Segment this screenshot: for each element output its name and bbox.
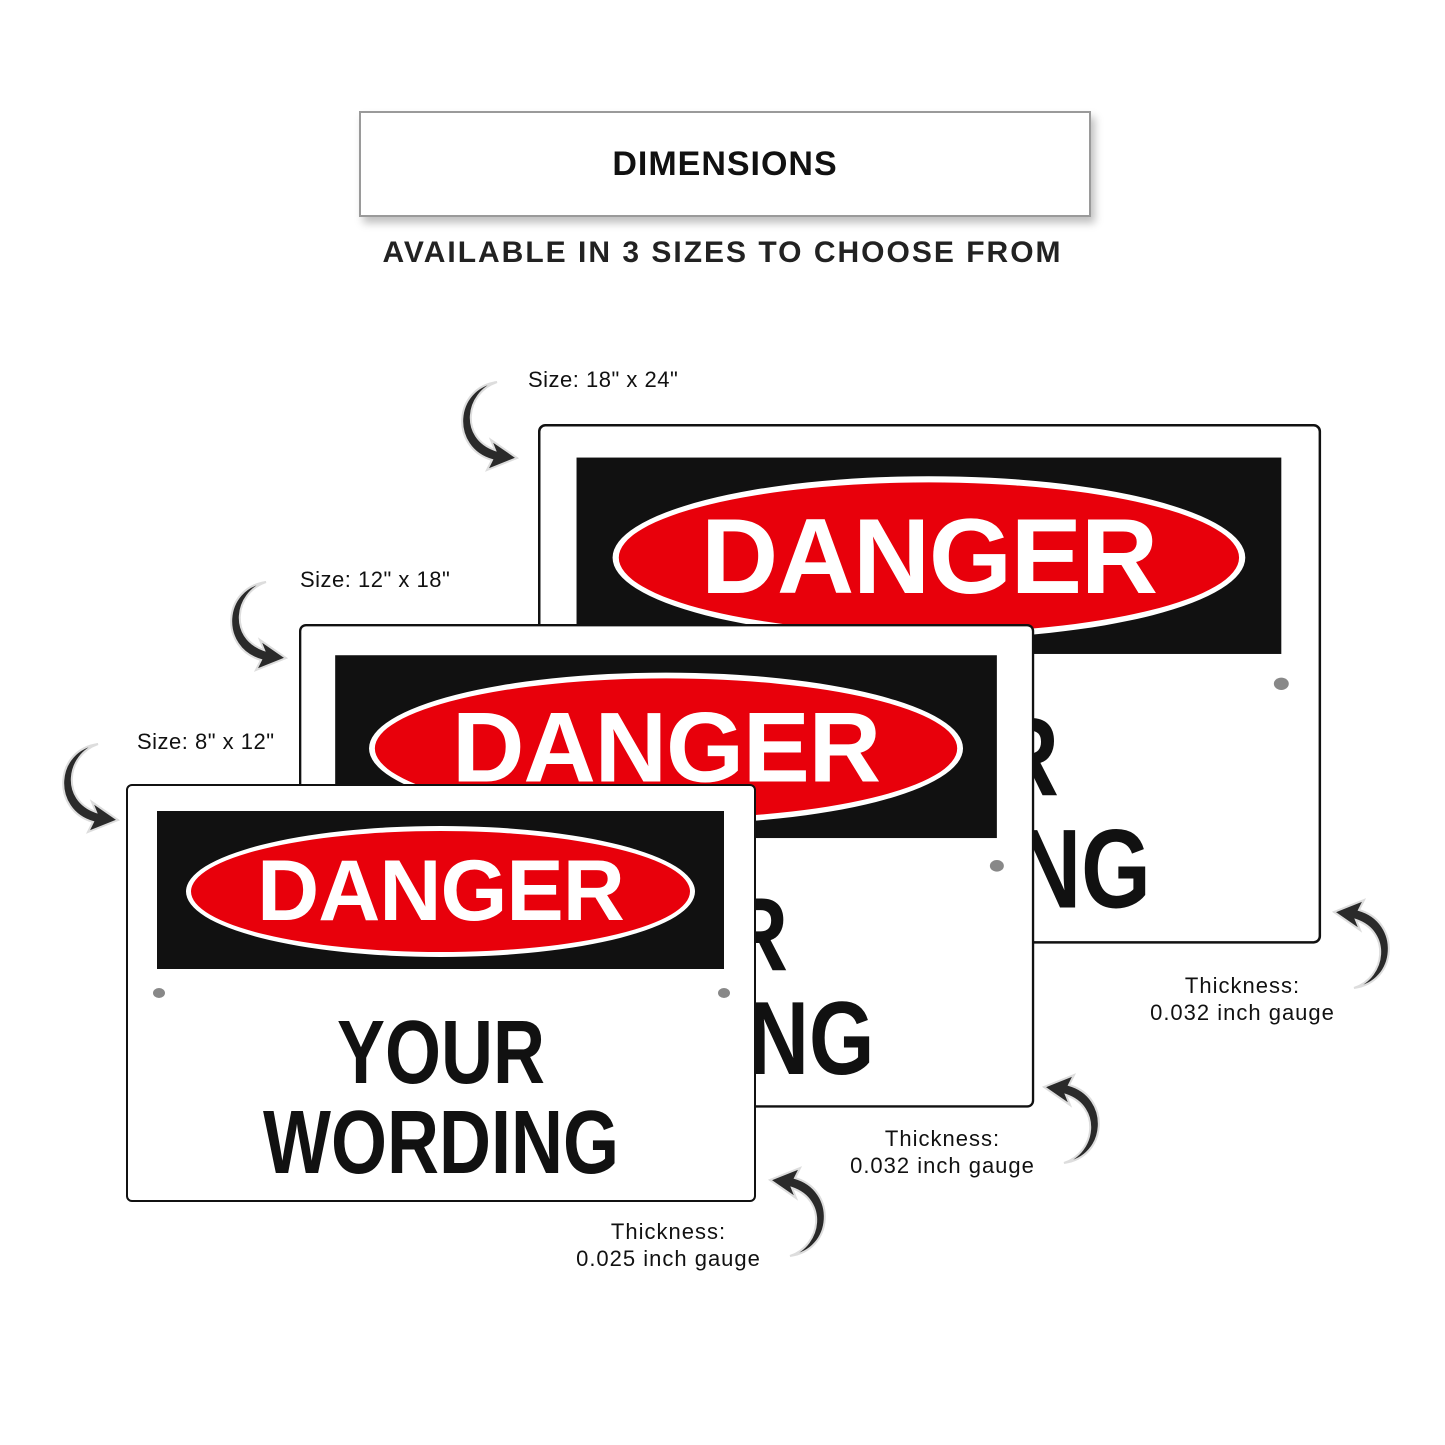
thickness-label: Thickness: xyxy=(884,1126,1001,1151)
wording-line-2: WORDING HERE xyxy=(263,1093,619,1200)
curved-arrow-icon xyxy=(230,581,289,672)
subtitle: AVAILABLE IN 3 SIZES TO CHOOSE FROM xyxy=(382,236,1063,269)
danger-oval xyxy=(186,826,695,957)
sign-small: DANGER YOUR WORDING HERE xyxy=(126,784,756,1202)
mounting-hole xyxy=(989,860,1004,872)
thickness-medium: Thickness:0.032 inch gauge xyxy=(830,1125,1055,1179)
dimensions-title-box: DIMENSIONS xyxy=(359,111,1091,217)
danger-text: DANGER xyxy=(257,843,625,939)
thickness-large: Thickness:0.032 inch gauge xyxy=(1130,972,1355,1026)
size-label-large: Size: 18" x 24" xyxy=(528,367,679,392)
mounting-hole xyxy=(718,988,730,998)
curved-arrow-icon xyxy=(1041,1073,1100,1164)
size-label-small: Size: 8" x 12" xyxy=(137,729,275,754)
curved-arrow-icon xyxy=(62,743,121,834)
curved-arrow-icon xyxy=(767,1166,826,1257)
danger-text: DANGER xyxy=(701,497,1158,617)
size-label-medium: Size: 12" x 18" xyxy=(300,567,451,592)
mounting-hole xyxy=(153,988,165,998)
thickness-value: 0.025 inch gauge xyxy=(576,1246,761,1271)
mounting-hole xyxy=(1273,677,1289,691)
wording-line-1: YOUR xyxy=(336,1003,546,1103)
thickness-value: 0.032 inch gauge xyxy=(1150,1000,1335,1025)
thickness-value: 0.032 inch gauge xyxy=(850,1153,1035,1178)
thickness-label: Thickness: xyxy=(610,1219,727,1244)
title: DIMENSIONS xyxy=(612,144,838,183)
thickness-small: Thickness:0.025 inch gauge xyxy=(556,1218,781,1272)
curved-arrow-icon xyxy=(1331,898,1390,989)
thickness-label: Thickness: xyxy=(1184,973,1301,998)
curved-arrow-icon xyxy=(461,381,520,472)
